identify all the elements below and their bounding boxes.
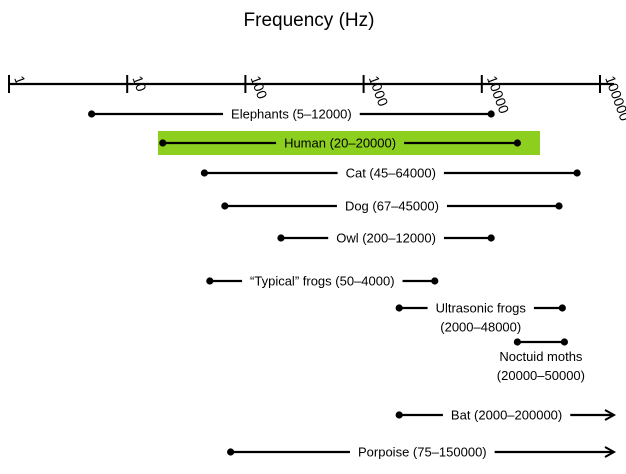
x-tick-label: 100000 [602, 74, 626, 124]
range-low-point [395, 411, 403, 419]
range-label: Bat (2000–200000) [451, 408, 562, 423]
range-arrow-head [604, 409, 617, 421]
range-high-point [555, 202, 563, 210]
x-tick-label: 100 [248, 74, 271, 102]
x-tick-label: 10000 [484, 74, 512, 116]
range-high-point [560, 338, 569, 346]
range-ultrasonic-frogs: Ultrasonic frogs (2000–48000) [395, 301, 566, 335]
range-label: Owl (200–12000) [336, 231, 436, 246]
range-owl: Owl (200–12000) [277, 231, 495, 246]
range-high-point [487, 110, 495, 118]
range-label: (2000–48000) [440, 320, 521, 335]
range-bat: Bat (2000–200000) [395, 408, 617, 423]
range-human: Human (20–20000) [158, 131, 540, 155]
range-label: Dog (67–45000) [345, 199, 439, 214]
x-tick-label: 1000 [366, 74, 392, 109]
range-label: Noctuid moths [499, 349, 583, 364]
range-label: (20000–50000) [497, 368, 585, 383]
range-high-point [487, 234, 495, 242]
range-label: “Typical” frogs (50–4000) [250, 274, 395, 289]
range-low-point [513, 338, 521, 346]
x-tick-label: 10 [129, 74, 149, 94]
range-high-point [513, 139, 521, 147]
range-label: Ultrasonic frogs [436, 301, 527, 316]
range-high-point [573, 169, 581, 177]
range-noctuid-moths: Noctuid moths (20000–50000) [497, 338, 585, 383]
range-high-point [558, 304, 566, 312]
range-dog: Dog (67–45000) [221, 199, 563, 214]
range-porpoise: Porpoise (75–150000) [227, 445, 617, 460]
range-label: Elephants (5–12000) [231, 107, 352, 122]
range-low-point [206, 277, 214, 285]
range-low-point [88, 110, 96, 118]
range-low-point [395, 304, 403, 312]
range-bars: Elephants (5–12000) Human (20–20000) Cat (… [88, 107, 617, 460]
range-typical-frogs: “Typical” frogs (50–4000) [206, 274, 439, 289]
range-low-point [221, 202, 229, 210]
range-cat: Cat (45–64000) [200, 166, 581, 181]
range-label: Porpoise (75–150000) [358, 445, 487, 460]
chart-title: Frequency (Hz) [244, 10, 375, 31]
range-elephants: Elephants (5–12000) [88, 107, 495, 122]
range-low-point [159, 139, 167, 147]
range-low-point [227, 448, 235, 456]
range-high-point [431, 277, 439, 285]
range-low-point [277, 234, 285, 242]
range-label: Cat (45–64000) [346, 166, 436, 181]
range-arrow-head [604, 446, 617, 458]
range-label: Human (20–20000) [284, 136, 396, 151]
range-low-point [200, 169, 209, 177]
